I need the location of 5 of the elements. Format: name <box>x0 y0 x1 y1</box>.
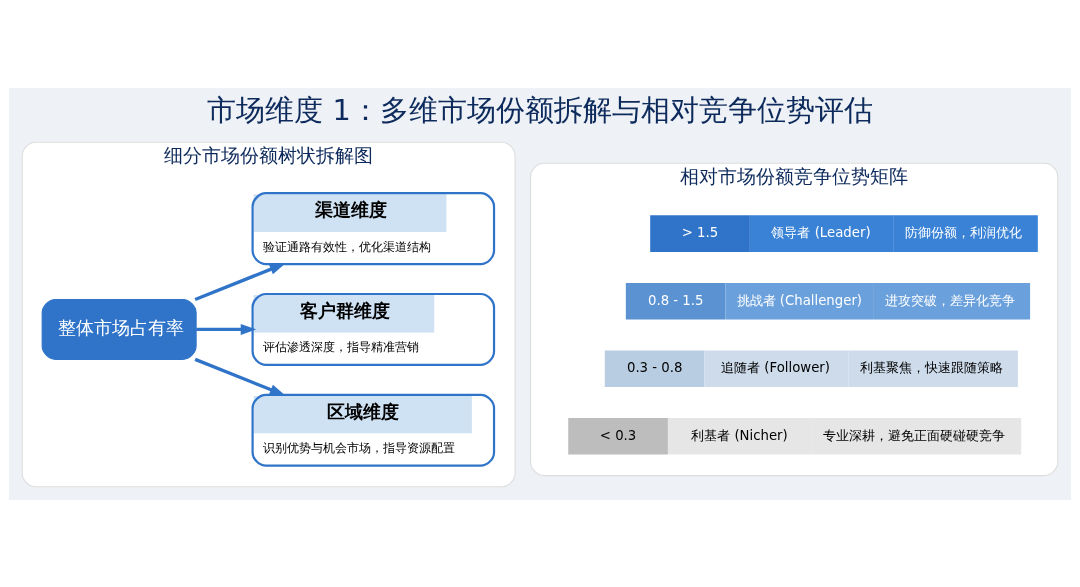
arrow <box>194 262 286 301</box>
arrow <box>194 357 286 395</box>
diagram-title: 市场维度 1：多维市场份额拆解与相对竞争位势评估 <box>207 92 873 127</box>
node-box: 整体市场占有率 <box>41 298 197 360</box>
arrow <box>196 323 257 335</box>
